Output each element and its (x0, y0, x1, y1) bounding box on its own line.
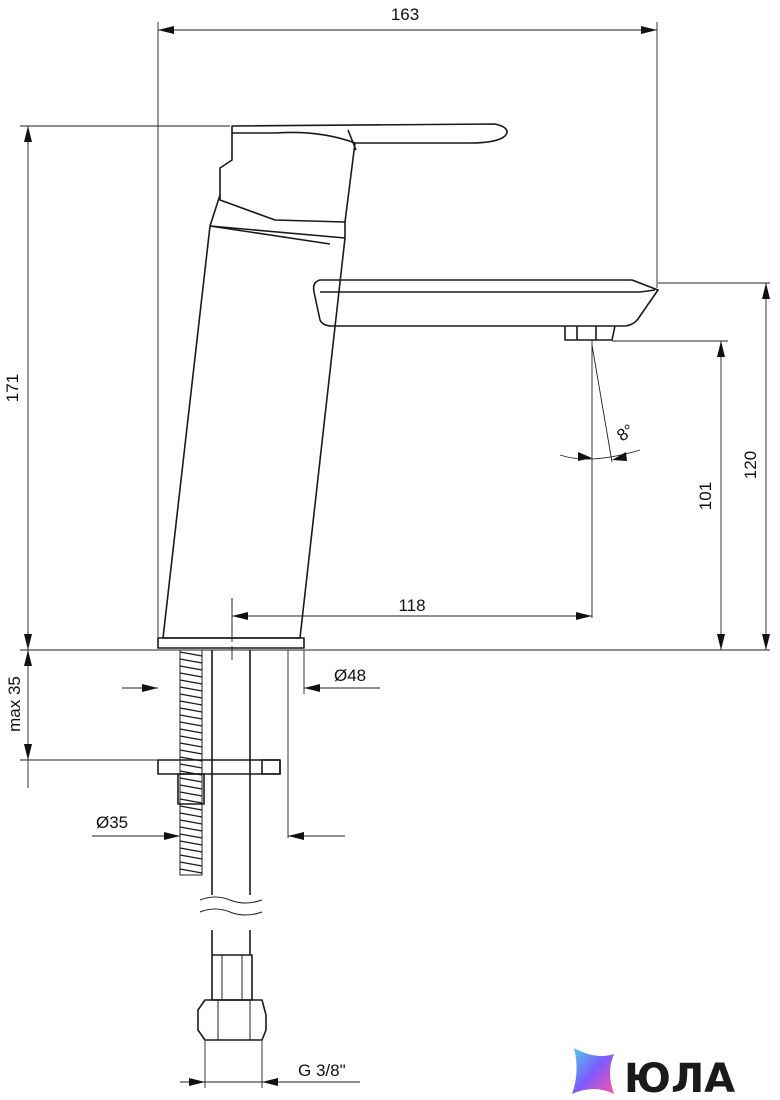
thread-lines (179, 651, 203, 874)
logo-star-icon (572, 1048, 614, 1094)
dimension-labels: 163 171 120 101 118 Ø48 Ø35 max 35 8° G … (3, 5, 760, 1080)
logo-text: ЮЛА (624, 1056, 735, 1100)
dim-angle: 8° (613, 420, 637, 445)
dim-hole-diameter: Ø35 (96, 813, 128, 832)
dim-spout-height: 120 (741, 451, 760, 479)
yula-logo: ЮЛА (572, 1048, 735, 1100)
dim-connection: G 3/8" (298, 1061, 346, 1080)
faucet-body (157, 123, 659, 649)
dim-base-diameter: Ø48 (334, 666, 366, 685)
dimension-lines (20, 22, 770, 1088)
dim-max-thickness: max 35 (5, 676, 24, 732)
threaded-stud (179, 649, 203, 876)
dim-outlet-height: 101 (696, 482, 715, 510)
dim-spout-reach: 118 (398, 596, 425, 615)
mounting-parts (157, 598, 281, 1041)
dim-total-height: 171 (3, 374, 22, 402)
dim-total-width: 163 (391, 5, 419, 24)
